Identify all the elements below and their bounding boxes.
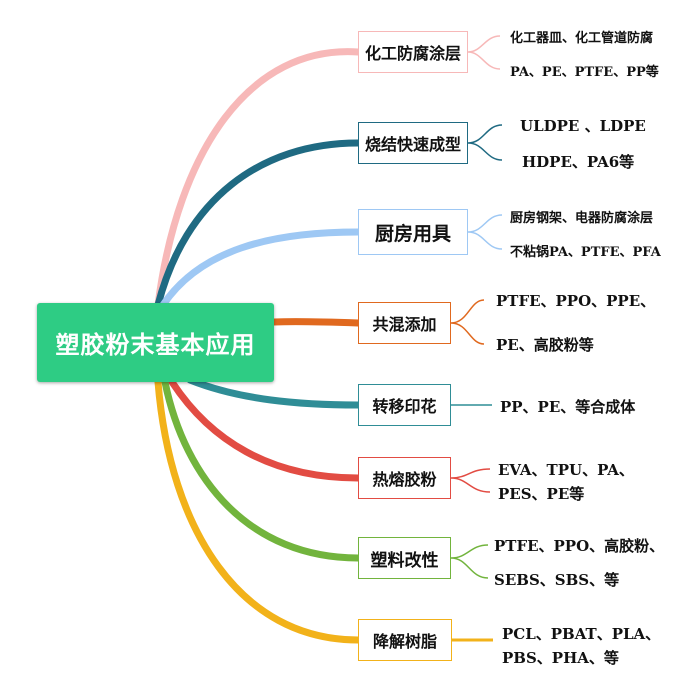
- branch-line-6: [168, 378, 362, 482]
- leaf-bracket-3: [467, 214, 503, 250]
- branch-line-4: [270, 318, 362, 327]
- leaf-bracket-4: [450, 299, 485, 345]
- leaf-text-6-1: EVA、TPU、PA、: [498, 461, 634, 479]
- leaf-text-2-1: ULDPE 、LDPE: [520, 117, 646, 135]
- branch-line-2: [154, 139, 362, 309]
- root-topic: 塑胶粉末基本应用: [37, 303, 274, 382]
- branch-node-5: 转移印花: [358, 384, 451, 426]
- branch-node-8: 降解树脂: [358, 619, 452, 661]
- branch-node-2: 烧结快速成型: [358, 122, 468, 164]
- branch-line-5: [186, 376, 362, 409]
- leaf-text-4-2: PE、高胶粉等: [496, 336, 594, 354]
- leaf-bracket-7: [450, 544, 489, 579]
- branch-node-1: 化工防腐涂层: [358, 31, 468, 73]
- branch-node-4: 共混添加: [358, 302, 451, 344]
- leaf-text-8-2: PBS、PHA、等: [502, 649, 619, 667]
- leaf-text-6-2: PES、PE等: [498, 485, 585, 503]
- leaf-text-1-1: 化工器皿、化工管道防腐: [510, 31, 654, 46]
- branch-node-7: 塑料改性: [358, 537, 451, 579]
- leaf-text-4-1: PTFE、PPO、PPE、: [496, 292, 656, 310]
- leaf-text-7-1: PTFE、PPO、高胶粉、: [494, 537, 665, 555]
- leaf-text-5-1: PP、PE、等合成体: [500, 398, 636, 416]
- branch-line-1: [154, 48, 362, 309]
- leaf-bracket-1: [467, 35, 501, 70]
- leaf-text-7-2: SEBS、SBS、等: [494, 571, 620, 589]
- branch-node-6: 热熔胶粉: [358, 457, 451, 499]
- leaf-text-8-1: PCL、PBAT、PLA、: [502, 625, 661, 643]
- leaf-text-3-1: 厨房钢架、电器防腐涂层: [510, 211, 654, 226]
- branch-line-3: [159, 228, 362, 309]
- branch-line-7: [161, 378, 362, 562]
- leaf-text-3-2: 不粘锅PA、PTFE、PFA: [510, 245, 661, 260]
- leaf-bracket-2: [467, 124, 503, 161]
- leaf-text-1-2: PA、PE、PTFE、PP等: [510, 65, 659, 80]
- leaf-text-2-2: HDPE、PA6等: [522, 153, 635, 171]
- branch-node-3: 厨房用具: [358, 209, 468, 255]
- leaf-bracket-6: [450, 468, 491, 493]
- branch-line-8: [154, 378, 362, 644]
